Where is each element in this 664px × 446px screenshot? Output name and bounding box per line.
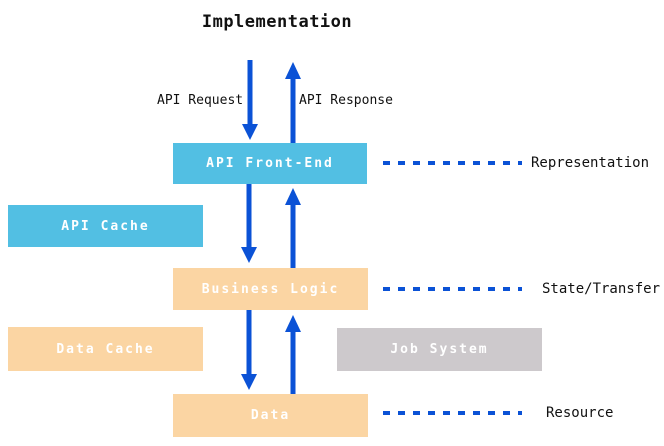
layer-label-state-transfer: State/Transfer xyxy=(542,281,661,297)
box-job-system: Job System xyxy=(337,328,542,371)
api-request-label: API Request xyxy=(157,93,244,108)
api-response-label: API Response xyxy=(299,93,393,108)
diagram-title: Implementation xyxy=(201,12,353,32)
api-request-arrow xyxy=(242,60,258,140)
logic-to-frontend-arrow xyxy=(285,188,301,268)
box-api-front-end-label: API Front-End xyxy=(206,156,334,171)
logic-to-data-arrow xyxy=(241,310,257,390)
box-data-cache: Data Cache xyxy=(8,327,203,371)
box-api-cache: API Cache xyxy=(8,205,203,247)
box-api-front-end: API Front-End xyxy=(173,143,367,184)
box-business-logic-label: Business Logic xyxy=(201,281,340,297)
layer-label-representation: Representation xyxy=(531,155,650,171)
box-data-label: Data xyxy=(250,408,291,423)
frontend-to-logic-arrow xyxy=(241,184,257,263)
layer-label-resource: Resource xyxy=(546,405,614,421)
box-job-system-label: Job System xyxy=(390,342,489,357)
box-data-cache-label: Data Cache xyxy=(56,341,155,357)
box-data: Data xyxy=(173,394,368,437)
data-to-logic-arrow xyxy=(285,315,301,395)
box-business-logic: Business Logic xyxy=(173,268,368,310)
box-api-cache-label: API Cache xyxy=(61,218,150,234)
